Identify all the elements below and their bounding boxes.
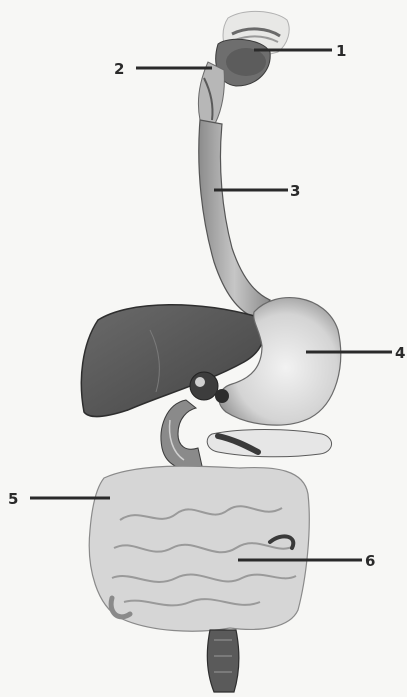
label-1: 1 (336, 42, 346, 60)
pancreas (207, 430, 331, 457)
label-3: 3 (290, 182, 300, 200)
intestines (89, 466, 309, 631)
esophagus (199, 120, 270, 318)
gallbladder (190, 372, 229, 403)
label-6: 6 (365, 552, 375, 570)
rectum (207, 630, 238, 692)
label-4: 4 (395, 344, 405, 362)
label-2: 2 (114, 60, 124, 78)
label-5: 5 (8, 490, 18, 508)
